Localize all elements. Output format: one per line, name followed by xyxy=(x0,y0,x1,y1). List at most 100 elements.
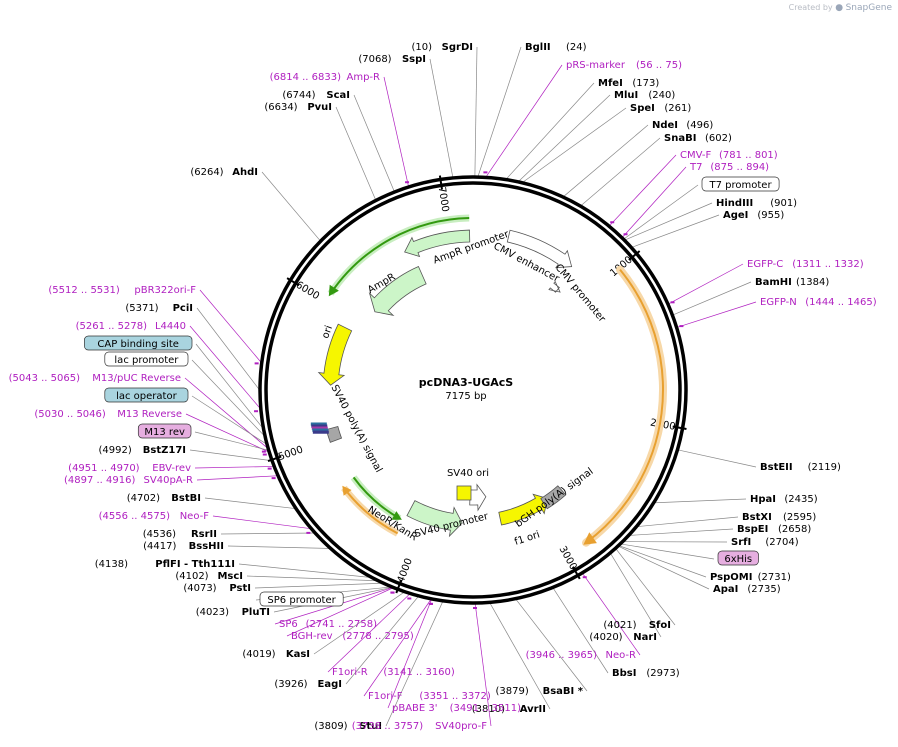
label-name: BbsI xyxy=(612,668,636,679)
leader-line xyxy=(616,545,710,590)
feature-box-text: T7 promoter xyxy=(709,180,773,191)
label-name: BamHI xyxy=(755,277,792,288)
label-pos: (1444 .. 1465) xyxy=(805,297,877,308)
leader-line xyxy=(551,586,609,674)
credit-prefix: Created by xyxy=(788,3,833,12)
leader-line xyxy=(212,515,313,530)
sv40-polya-block xyxy=(325,426,343,443)
leader-line xyxy=(286,586,395,637)
feature-labels: SgrDI(10)BglII(24)SspI(7068)pRS-marker(5… xyxy=(9,42,877,732)
leader-line xyxy=(327,592,412,673)
label-name: PstI xyxy=(229,583,251,594)
label-pvui: PvuI(6634) xyxy=(264,102,332,113)
label-name: MscI xyxy=(217,571,243,582)
label-name: ScaI xyxy=(326,90,350,101)
label-pos: (2731) xyxy=(758,572,791,583)
leader-line xyxy=(429,58,454,179)
label-sv40pro-f: SV40pro-F(3738 .. 3757) xyxy=(352,721,487,732)
orf-arc xyxy=(585,268,664,544)
bgh-polya-label: bGH poly(A) signal xyxy=(514,466,596,530)
label-name: PluTI xyxy=(242,607,270,618)
label-pos: (2778 .. 2795) xyxy=(342,631,414,642)
sv40-promoter-arrow xyxy=(469,483,487,512)
label-pos: (2658) xyxy=(778,524,811,535)
label-pos: (4073) xyxy=(183,583,216,594)
leader-line xyxy=(581,571,641,656)
leader-line xyxy=(652,498,747,504)
tick-mark-6000 xyxy=(286,277,300,287)
label-srfi: SrfI(2704) xyxy=(731,537,799,548)
label-pos: (2704) xyxy=(765,537,798,548)
label-f1ori-r: F1ori-R(3141 .. 3160) xyxy=(332,667,455,678)
label-name: L4440 xyxy=(155,321,186,332)
label-l4440: L4440 (5261 .. 5278) xyxy=(76,321,186,332)
neor-arc-arrowhead xyxy=(391,511,402,520)
leader-line xyxy=(514,597,588,692)
label-name: BstEII xyxy=(760,462,793,473)
label-pos: (3879) xyxy=(496,686,529,697)
label-pos: (5261 .. 5278) xyxy=(76,321,148,332)
label-bsteii: BstEII(2119) xyxy=(760,462,841,473)
label-name: SV40pA-R xyxy=(144,475,193,486)
label-name: MfeI xyxy=(598,78,623,89)
tick-label-7000: 7000 xyxy=(436,186,451,213)
label-name: SV40pro-F xyxy=(435,721,487,732)
feature-box xyxy=(137,423,192,439)
feature-box-text: CAP binding site xyxy=(97,339,179,350)
tick-mark-4000 xyxy=(395,579,403,594)
label-egfp-n: EGFP-N(1444 .. 1465) xyxy=(760,297,877,308)
cmv-enhancer-arrow xyxy=(506,229,573,269)
label-name: SP6 xyxy=(279,619,298,630)
label-name: SnaBI xyxy=(664,133,696,144)
leader-line xyxy=(488,601,551,710)
label-psti: PstI (4073) xyxy=(183,583,251,594)
label-name: Neo-R xyxy=(606,650,637,661)
leader-line xyxy=(191,395,269,446)
label-pbabe-3-: pBABE 3'(3491 .. 3511) xyxy=(392,703,521,714)
label-bamhi: BamHI (1384) xyxy=(755,277,829,288)
leader-line xyxy=(675,301,757,329)
label-nari: NarI(4020) xyxy=(589,632,657,643)
label-lac-promoter: lac promoter xyxy=(104,351,189,367)
label-name: HindIII xyxy=(716,198,753,209)
leader-line xyxy=(627,528,734,536)
label-name: EGFP-C xyxy=(747,259,783,270)
leader-line xyxy=(630,214,720,249)
label-pos: (5030 .. 5046) xyxy=(34,409,106,420)
label-name: StuI xyxy=(359,721,382,732)
label-pos: (5043 .. 5065) xyxy=(9,373,81,384)
lac-element-block xyxy=(311,426,328,430)
leader-line xyxy=(516,94,611,183)
leader-line xyxy=(608,154,677,228)
label-lac-operator: lac operator xyxy=(104,387,189,403)
label-name: T7 xyxy=(689,162,702,173)
label-pos: (173) xyxy=(632,78,659,89)
leader-line xyxy=(191,359,267,439)
label-pos: (4992) xyxy=(99,445,132,456)
leader-line xyxy=(621,166,687,239)
leader-line xyxy=(261,171,322,243)
label-name: PvuI xyxy=(307,102,332,113)
label-scai: ScaI(6744) xyxy=(282,90,350,101)
label-t7-promoter: T7 promoter xyxy=(701,176,780,192)
leader-line xyxy=(353,94,396,194)
tick-label-6000: 6000 xyxy=(294,280,321,303)
label-cmv-f: CMV-F(781 .. 801) xyxy=(680,150,778,161)
sv40-ori-label: SV40 ori xyxy=(447,468,489,479)
leader-line xyxy=(387,597,433,709)
feature-box xyxy=(104,387,189,403)
lac-element-block xyxy=(310,422,327,426)
leader-line xyxy=(477,46,522,179)
feature-box xyxy=(717,550,759,566)
label-pos: (4102) xyxy=(175,571,208,582)
label-prs-marker: pRS-marker(56 .. 75) xyxy=(566,60,682,71)
label-pos: (1384) xyxy=(796,277,829,288)
label-pos: (4138) xyxy=(95,559,128,570)
label-sgrdi: SgrDI(10) xyxy=(411,42,473,53)
leader-line xyxy=(189,449,274,462)
label-cap-binding-site: CAP binding site xyxy=(84,335,193,351)
label-pos: (901) xyxy=(770,198,797,209)
leader-line xyxy=(622,184,699,241)
label-mlui: MluI(240) xyxy=(614,90,675,101)
label-pos: (602) xyxy=(705,133,732,144)
